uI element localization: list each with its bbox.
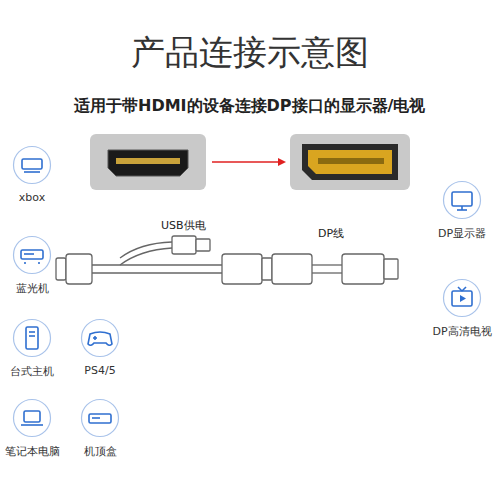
circle-outline — [14, 320, 51, 357]
icon-stroke — [21, 424, 43, 426]
device-icon: 台式主机 — [12, 318, 52, 358]
icon-stroke — [24, 411, 40, 422]
device-label: 蓝光机 — [16, 281, 49, 296]
hdmi-port — [108, 150, 188, 176]
circle-outline — [14, 237, 51, 274]
icon-stroke — [92, 417, 100, 419]
icon-circle — [80, 318, 120, 358]
subtitle: 适用于带HDMI的设备连接DP接口的显示器/电视 — [74, 96, 425, 117]
device-label: DP显示器 — [438, 226, 486, 241]
icon-stroke — [22, 159, 42, 169]
icon-stroke — [457, 209, 467, 211]
icon-stroke — [29, 335, 35, 337]
circle-outline — [444, 182, 481, 219]
icon-stroke — [94, 336, 96, 340]
device-label: 台式主机 — [10, 364, 54, 379]
icon-circle — [12, 145, 52, 185]
icon-circle — [12, 398, 52, 438]
icon-stroke — [29, 331, 35, 333]
icon-stroke — [452, 291, 472, 306]
icon-circle — [12, 235, 52, 275]
circle-outline — [82, 400, 119, 437]
device-label: DP高清电视 — [432, 324, 491, 339]
device-icon: DP显示器 — [442, 180, 482, 220]
cable-label: USB供电 — [161, 218, 206, 233]
dp-panel — [290, 134, 410, 190]
cable — [56, 236, 398, 284]
device-icon: PS4/5 — [80, 318, 120, 358]
icon-stroke — [88, 332, 112, 345]
icon-stroke — [458, 287, 462, 291]
icon-stroke — [26, 327, 38, 349]
circle-outline — [444, 280, 481, 317]
device-icon: 笔记本电脑 — [12, 398, 52, 438]
icon-stroke — [21, 250, 43, 259]
device-label: 笔记本电脑 — [5, 444, 60, 459]
icon-stroke — [89, 414, 111, 423]
icon-circle — [442, 180, 482, 220]
device-icon: 蓝光机 — [12, 235, 52, 275]
dp-pins — [318, 158, 384, 164]
device-icon: DP高清电视 — [442, 278, 482, 318]
device-label: PS4/5 — [84, 364, 115, 377]
device-label: 机顶盒 — [84, 444, 117, 459]
device-icon: xbox — [12, 145, 52, 185]
icon-circle — [442, 278, 482, 318]
dp-inner — [308, 150, 392, 174]
icon-circle — [12, 318, 52, 358]
icon-circle — [80, 398, 120, 438]
dp-port — [302, 144, 398, 180]
device-label: xbox — [19, 191, 45, 204]
circle-outline — [14, 400, 51, 437]
circle-outline — [14, 147, 51, 184]
icon-stroke — [38, 262, 40, 264]
icon-stroke — [24, 253, 34, 255]
play-icon — [460, 295, 466, 302]
circle-outline — [82, 320, 119, 357]
title: 产品连接示意图 — [131, 30, 369, 76]
hdmi-panel — [90, 134, 206, 190]
cable-label: DP线 — [318, 226, 344, 241]
device-icon: 机顶盒 — [80, 398, 120, 438]
hdmi-pins — [116, 158, 180, 164]
icon-stroke — [24, 171, 40, 173]
icon-stroke — [462, 287, 466, 291]
red-arrow — [212, 161, 280, 163]
icon-stroke — [452, 192, 472, 206]
icon-stroke — [24, 262, 26, 264]
arrow-head — [278, 158, 286, 166]
